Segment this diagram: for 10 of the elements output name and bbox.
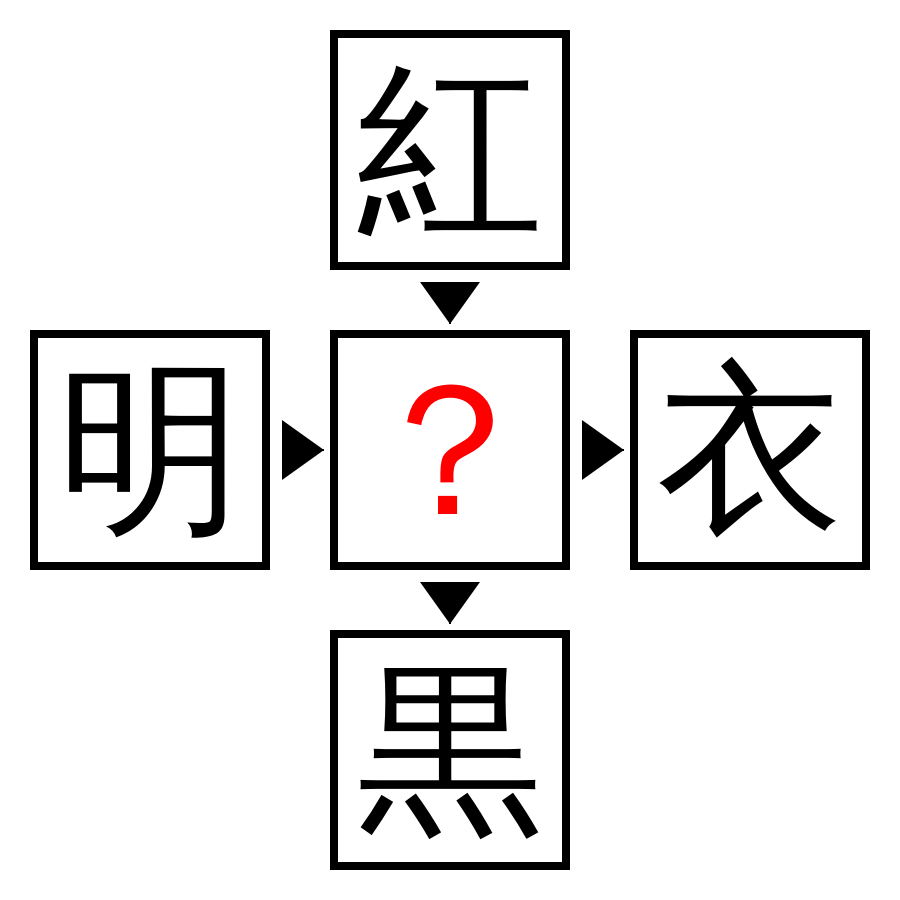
character-box <box>330 30 570 270</box>
character-box <box>330 330 570 570</box>
character-box <box>630 330 870 570</box>
kanji-character: 紅 <box>357 57 543 243</box>
kanji-character: 黒 <box>357 657 543 843</box>
kanji-character: 衣 <box>657 357 843 543</box>
kanji-character: 明 <box>57 357 243 543</box>
character-box <box>30 330 270 570</box>
kanji-character: ？ <box>357 357 543 543</box>
character-box <box>330 630 570 870</box>
